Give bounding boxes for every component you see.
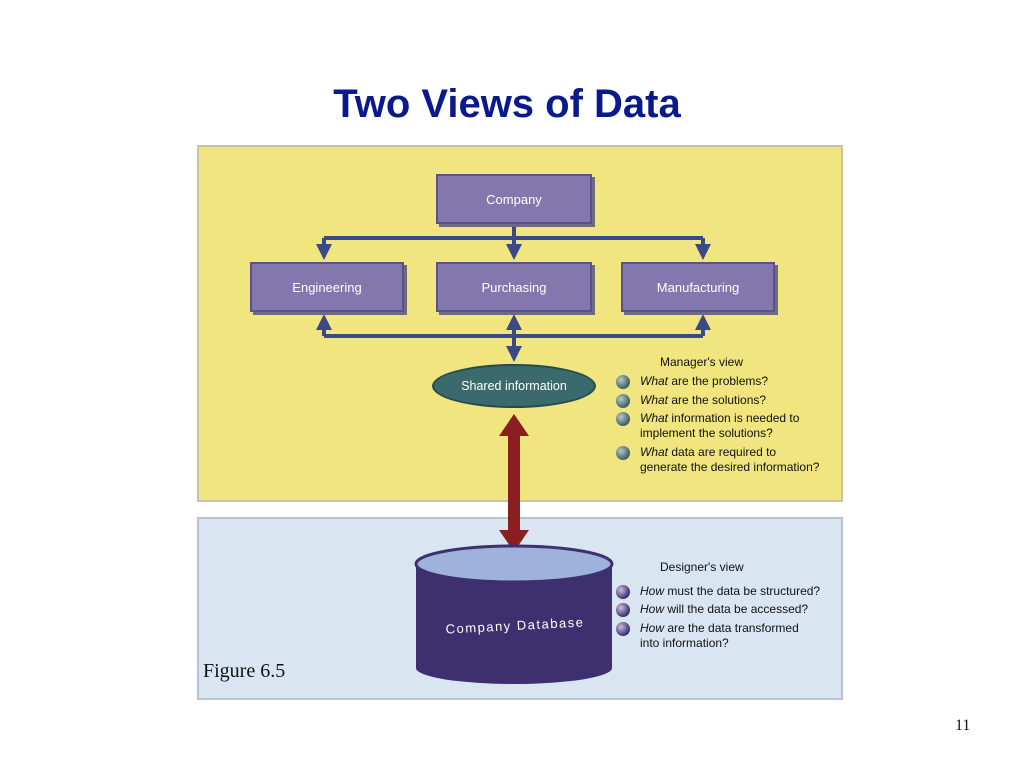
bullet-icon: [616, 446, 630, 460]
shared-information-node: Shared information: [432, 364, 596, 408]
designer-view-title: Designer's view: [660, 560, 744, 574]
manager-item: What are the problems?: [616, 374, 768, 389]
bullet-icon: [616, 412, 630, 426]
purchasing-box: Purchasing: [436, 262, 592, 312]
page-number: 11: [955, 717, 971, 734]
bullet-icon: [616, 394, 630, 408]
manager-item: What data are required to generate the d…: [616, 445, 819, 475]
engineering-box: Engineering: [250, 262, 404, 312]
designer-item: How will the data be accessed?: [616, 602, 808, 617]
figure-label: Figure 6.5: [203, 660, 286, 682]
company-box: Company: [436, 174, 592, 224]
designer-item: How are the data transformed into inform…: [616, 621, 799, 651]
bullet-icon: [616, 375, 630, 389]
bullet-icon: [616, 622, 630, 636]
designer-item: How must the data be structured?: [616, 584, 820, 599]
slide-title: Two Views of Data: [333, 82, 681, 126]
manufacturing-box: Manufacturing: [621, 262, 775, 312]
bullet-icon: [616, 585, 630, 599]
bullet-icon: [616, 603, 630, 617]
manager-item: What are the solutions?: [616, 393, 766, 408]
manager-view-title: Manager's view: [660, 355, 743, 369]
manager-item: What information is needed to implement …: [616, 411, 799, 441]
